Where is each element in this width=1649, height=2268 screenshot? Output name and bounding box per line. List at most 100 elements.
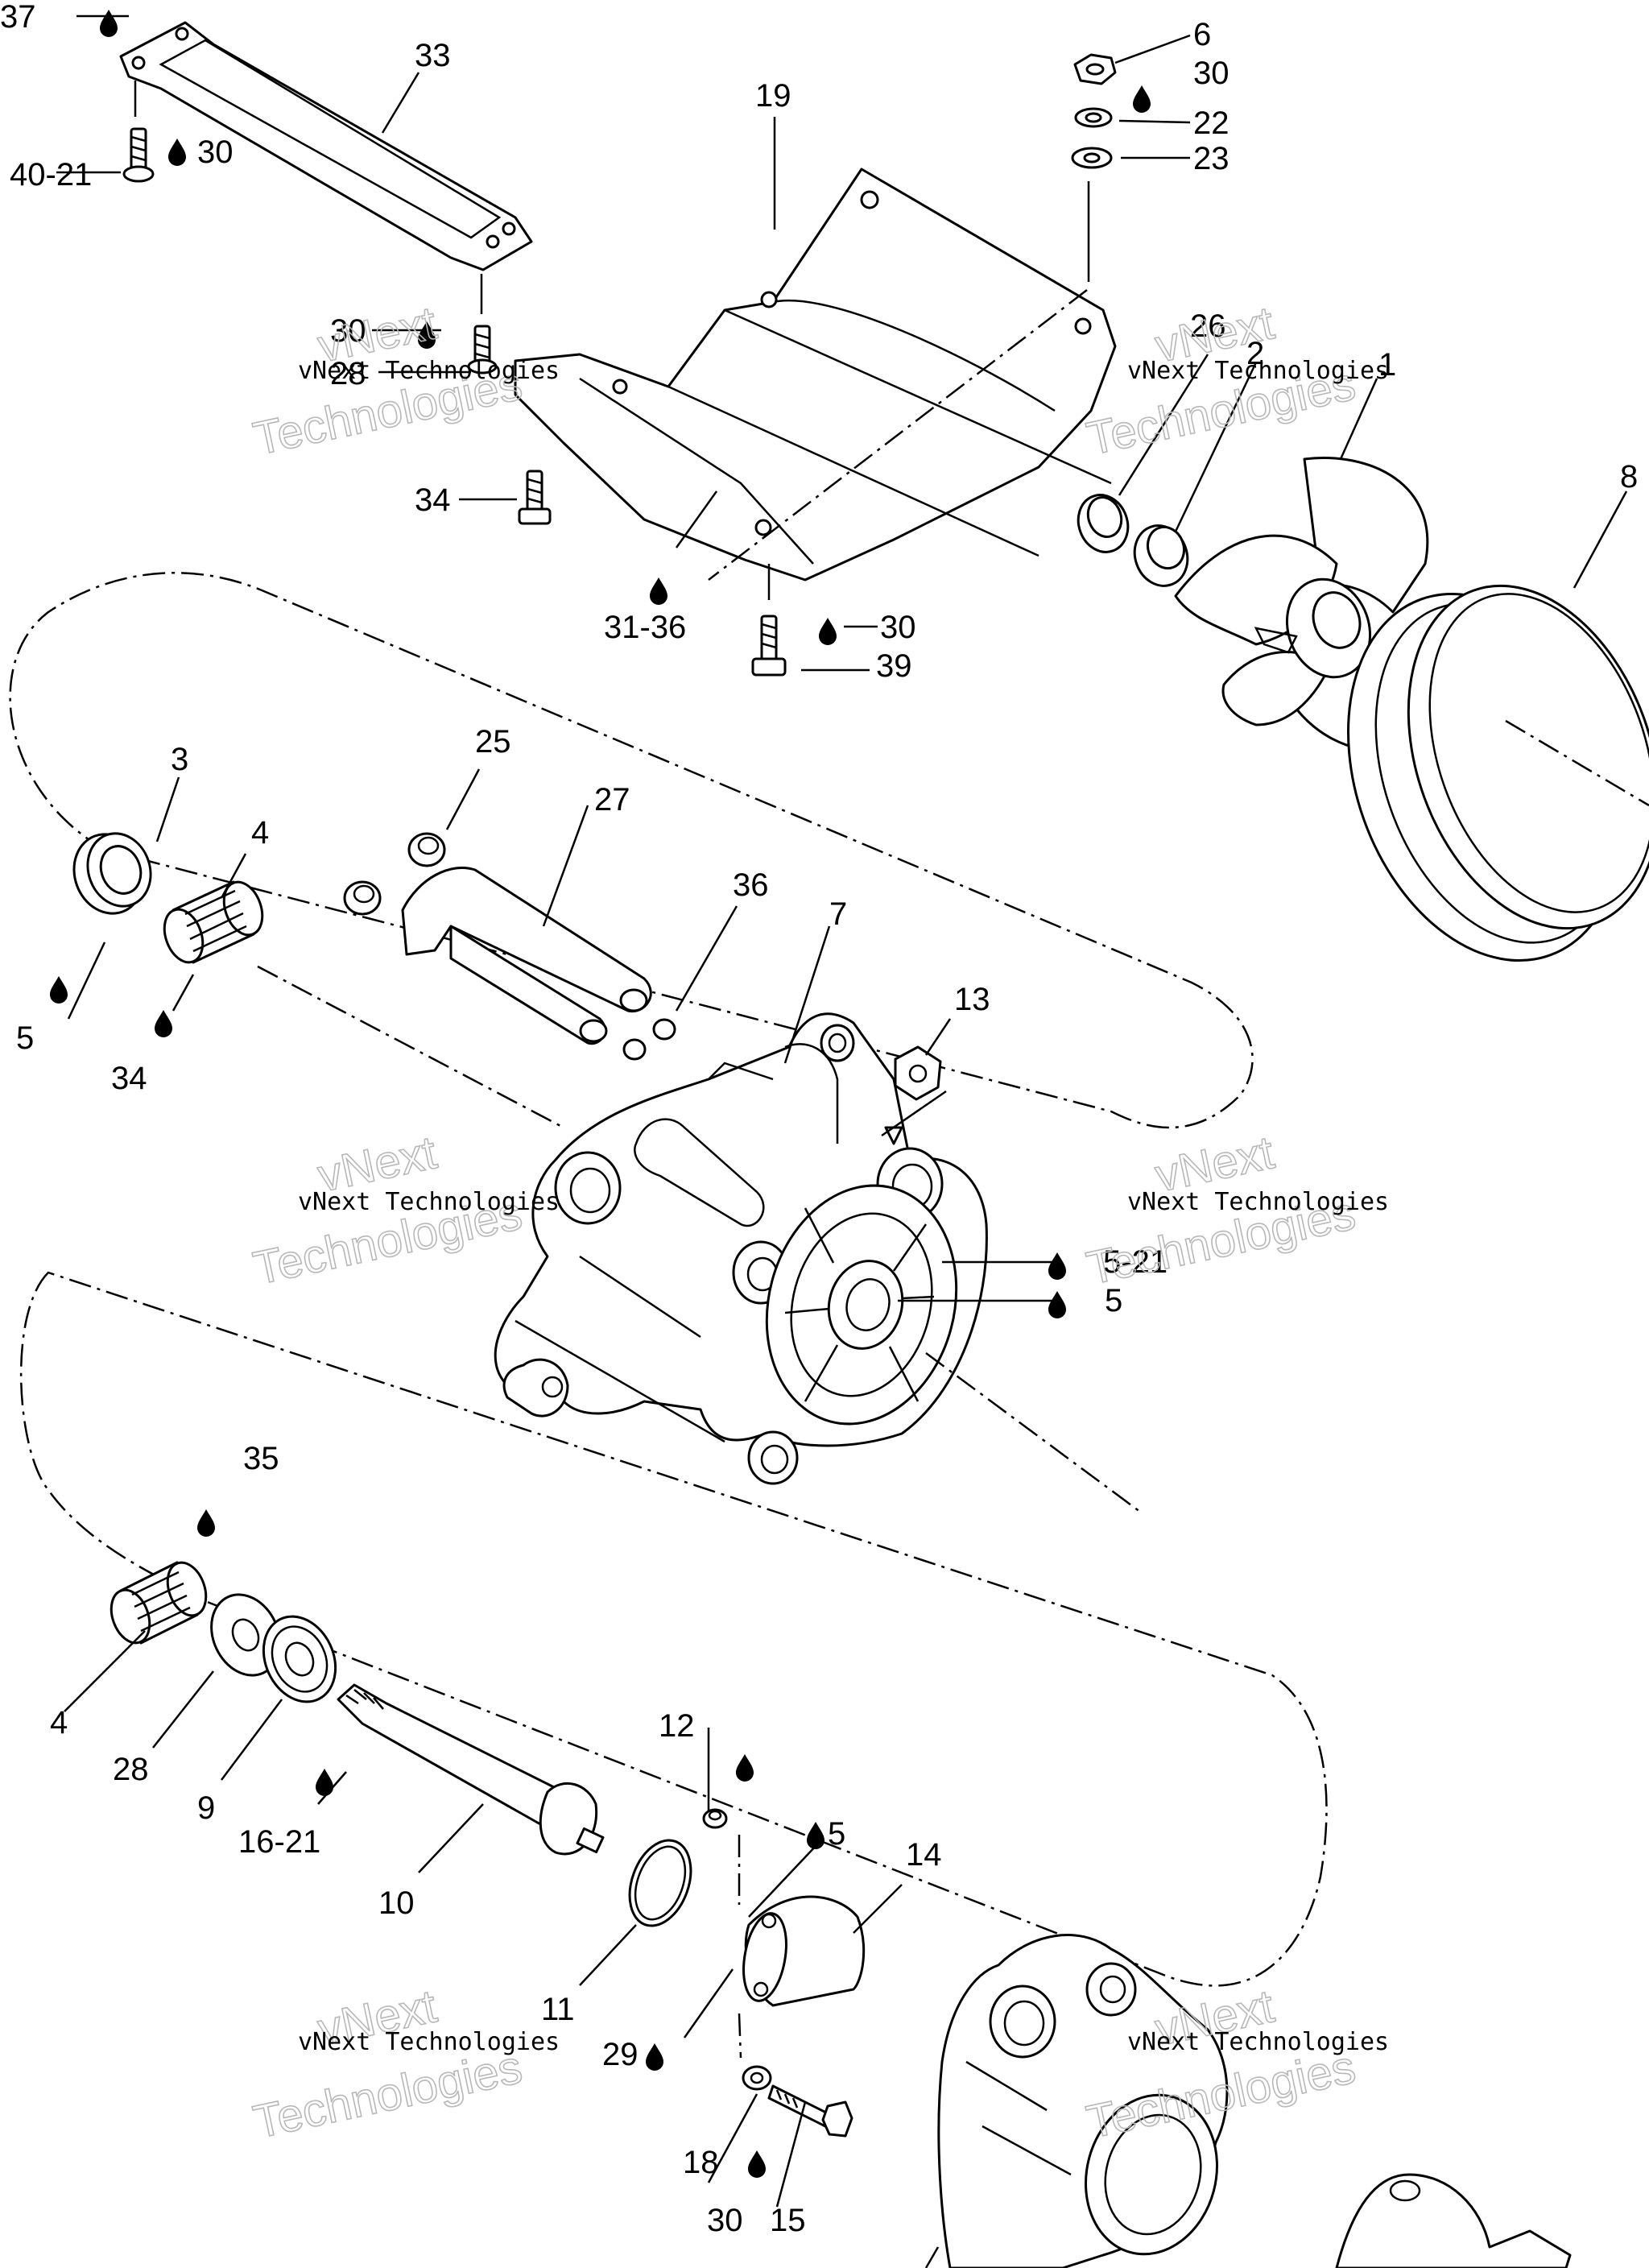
callout-11: 11	[541, 1992, 575, 2027]
callout-5-cover: 5	[828, 1816, 845, 1852]
callout-30-mid: 30	[330, 313, 366, 349]
callout-3: 3	[171, 742, 188, 777]
callout-16-21: 16-21	[238, 1824, 320, 1860]
lubricant-drop-icon	[197, 1509, 215, 1537]
callout-14: 15	[770, 2203, 806, 2238]
lubricant-drop-icon	[1048, 1252, 1066, 1280]
callout-12: 12	[659, 1708, 695, 1744]
callout-25: 18	[683, 2145, 719, 2180]
callout-34-top: 34	[111, 1061, 147, 1096]
callout-30-ride-plate: 30	[880, 610, 916, 645]
washer-part-25	[742, 2065, 772, 2091]
lubricant-drop-icon	[100, 10, 118, 37]
svg-text:vNext Technologies: vNext Technologies	[298, 2028, 560, 2056]
lubricant-drop-icon	[807, 1822, 824, 1849]
o-ring-part-11	[628, 1839, 692, 1927]
ride-plate-part-18	[514, 168, 1117, 581]
lock-washer-part-19	[1074, 107, 1113, 128]
callout-5-top: 5	[16, 1020, 34, 1056]
pump-housing-part-7	[494, 1012, 988, 1485]
callout-29: 29	[602, 2037, 639, 2072]
callout-9: 9	[197, 1790, 215, 1826]
leader-lines	[56, 14, 1628, 2268]
needle-bearing-part-4-top	[163, 880, 264, 964]
callout-10: 10	[378, 1885, 415, 1921]
callout-2: 2	[1246, 336, 1264, 371]
svg-text:vNext Technologies: vNext Technologies	[298, 1188, 560, 1216]
callout-18: 19	[755, 78, 791, 114]
callout-27: 27	[594, 782, 630, 817]
lubricant-drop-icon	[155, 1010, 172, 1037]
exploded-boundary-upper	[9, 572, 1254, 1129]
flat-washer-part-22	[1071, 147, 1113, 169]
callout-30-upper-left: 30	[197, 135, 234, 170]
watermark-mid-left: vNext Technologies vNext Technologies	[248, 1126, 560, 1296]
callout-7: 7	[829, 896, 847, 932]
callout-32: 33	[415, 38, 451, 73]
screw-part-37	[751, 564, 787, 677]
plug-part-12	[702, 1808, 728, 1829]
svg-text:vNext Technologies: vNext Technologies	[1127, 1188, 1389, 1216]
nut-part-6	[1073, 53, 1117, 85]
nozzle-partial	[1335, 2173, 1572, 2268]
brace-part-32	[119, 21, 533, 271]
callout-15: 13	[954, 982, 990, 1017]
wear-ring-part-8	[1347, 584, 1649, 962]
callout-6: 6	[1193, 17, 1211, 52]
callout-5-21: 5-21	[1103, 1244, 1168, 1280]
watermark-upper-right: vNext Technologies vNext Technologies	[1081, 296, 1389, 466]
screw-part-28	[467, 325, 498, 375]
exploded-boundary-lower	[20, 1271, 1328, 1987]
grommet-part-15	[894, 1045, 942, 1101]
venturi-housing-partial	[937, 1934, 1229, 2268]
screw-part-33	[518, 470, 552, 525]
callout-22: 23	[1193, 141, 1230, 176]
callout-26: 26	[1190, 308, 1226, 344]
needle-bearing-part-4-bottom	[110, 1561, 208, 1645]
callout-30-nut: 30	[1193, 56, 1230, 91]
watermark-mid-right: vNext Technologies vNext Technologies	[1081, 1126, 1389, 1296]
lubricant-drop-icon	[819, 618, 837, 645]
seal-part-2	[1133, 524, 1189, 587]
lubricant-drop-icon	[736, 1754, 754, 1782]
lubricant-drop-icon	[650, 577, 667, 605]
callout-36: 37	[0, 0, 36, 35]
lubricant-drop-icon	[168, 139, 186, 166]
callout-8: 8	[1620, 459, 1638, 495]
plug-part-23	[343, 832, 446, 916]
callout-13: 14	[906, 1837, 942, 1873]
lubricant-drop-icon	[50, 976, 68, 1004]
cover-part-13	[742, 1895, 866, 2007]
screw-part-39	[122, 127, 155, 183]
svg-text:vNext Technologies: vNext Technologies	[1127, 357, 1389, 385]
callout-4-bottom: 4	[50, 1705, 68, 1740]
lubricant-drop-icon	[1048, 1291, 1066, 1318]
callout-28-bottom: 28	[113, 1752, 149, 1787]
watermark-upper-left: vNext Technologies vNext Technologies	[248, 296, 560, 466]
callout-23: 25	[475, 724, 511, 759]
lubricant-drop-icon	[748, 2150, 766, 2178]
callout-5-housing: 5	[1105, 1283, 1122, 1318]
callout-31-36: 31-36	[604, 610, 686, 645]
impeller-shaft-part-10	[337, 1683, 605, 1856]
callout-35: 36	[733, 867, 769, 903]
lubricant-drop-icon	[1133, 85, 1151, 113]
watermark-lower-left: vNext Technologies vNext Technologies	[248, 1980, 560, 2150]
svg-text:Technologies: Technologies	[249, 2041, 527, 2149]
svg-text:vNext Technologies: vNext Technologies	[1127, 2028, 1389, 2056]
callout-34-bottom: 35	[243, 1441, 279, 1476]
bushing-part-26	[1077, 494, 1130, 553]
lubricant-drop-icon	[316, 1769, 333, 1796]
water-tube-part-27	[401, 866, 652, 1045]
callout-39: 40-21	[10, 157, 92, 192]
seal-part-3	[72, 832, 152, 915]
o-ring-part-35	[622, 1018, 676, 1061]
bolt-part-14	[767, 2084, 853, 2138]
callout-37: 39	[876, 648, 912, 684]
callout-30-bolt: 30	[707, 2203, 743, 2238]
callout-28-top: 28	[330, 356, 366, 391]
lubricant-drop-icon	[646, 2043, 663, 2071]
thrust-bearing-part-9	[262, 1615, 337, 1703]
